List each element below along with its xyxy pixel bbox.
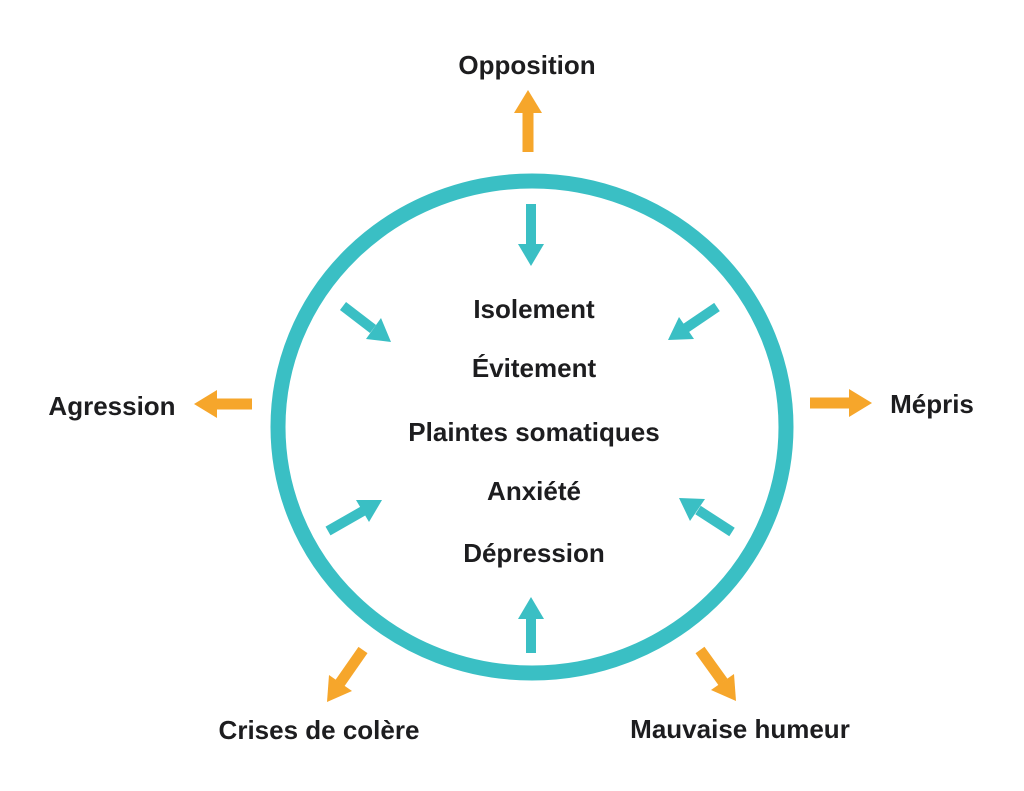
arrow-in-top-right [668, 302, 720, 340]
arrow-in-bottom [518, 597, 544, 653]
label-opposition: Opposition [458, 50, 596, 80]
arrow-in-bottom-right [679, 498, 735, 537]
arrow-out-bottom-left [327, 646, 368, 702]
label-crises-de-colere: Crises de colère [218, 715, 420, 745]
arrow-out-top [514, 90, 542, 152]
arrow-in-bottom-left [325, 500, 382, 536]
arrow-out-left [194, 390, 252, 418]
inner-item-anxiete: Anxiété [487, 476, 581, 506]
arrow-in-top-left [339, 302, 391, 342]
inner-item-plaintes-somatiques: Plaintes somatiques [408, 417, 660, 447]
inner-item-depression: Dépression [463, 538, 605, 568]
label-mauvaise-humeur: Mauvaise humeur [630, 714, 850, 744]
label-agression: Agression [48, 391, 176, 421]
arrow-out-right [810, 389, 872, 417]
inner-item-isolement: Isolement [473, 294, 595, 324]
arrow-in-top [518, 204, 544, 266]
inner-item-evitement: Évitement [471, 353, 597, 383]
label-mepris: Mépris [890, 389, 974, 419]
circle-outline [270, 173, 794, 681]
arrow-out-bottom-right [695, 646, 736, 701]
